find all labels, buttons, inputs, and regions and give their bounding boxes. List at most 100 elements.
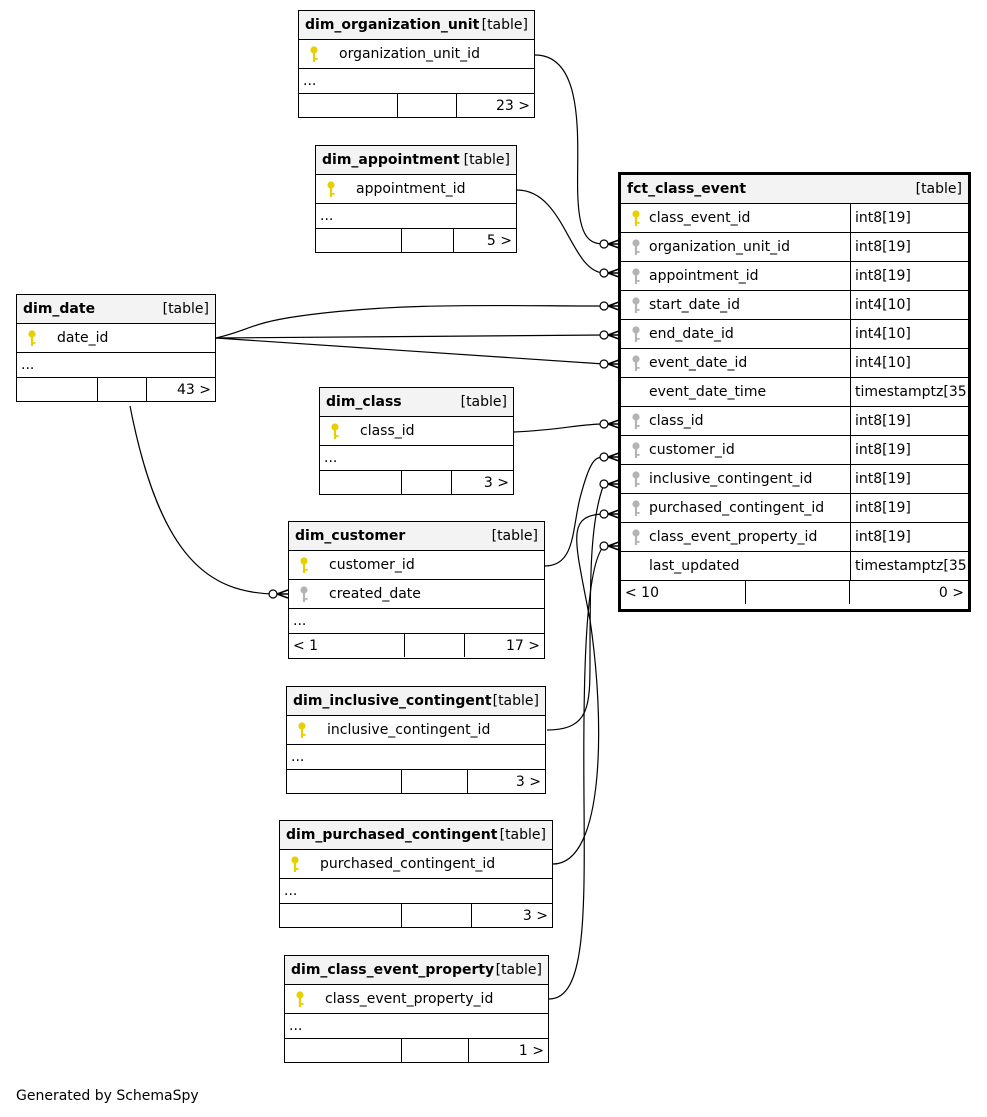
column-type: timestamptz[35] [850, 378, 972, 406]
table-footer: 3 > [287, 770, 545, 793]
optional-circle [599, 330, 609, 340]
foreign-key-icon [627, 325, 645, 343]
column-type: int8[19] [850, 523, 968, 551]
primary-key-icon [322, 180, 340, 198]
column-row[interactable]: customer_id [289, 551, 544, 580]
table-dim-organization-unit[interactable]: dim_organization_unit[table]organization… [298, 10, 535, 118]
table-dim-inclusive-contingent[interactable]: dim_inclusive_contingent[table] inclusive… [286, 686, 546, 794]
footer-spacer [402, 770, 468, 793]
column-name: class_event_id [649, 210, 751, 226]
footer-child-count[interactable]: 3 > [522, 907, 548, 924]
table-header: dim_appointment[table] [316, 146, 516, 175]
table-footer: 43 > [17, 378, 215, 401]
table-header: dim_date[table] [17, 295, 215, 324]
column-name: organization_unit_id [339, 46, 480, 62]
table-dim-appointment[interactable]: dim_appointment[table]appointment_id...5… [315, 145, 517, 253]
primary-key-icon [291, 990, 309, 1008]
table-dim-date[interactable]: dim_date[table]date_id...43 > [16, 294, 216, 402]
column-name: appointment_id [649, 268, 759, 284]
more-columns-ellipsis: ... [285, 1014, 548, 1039]
primary-key-icon [627, 209, 645, 227]
column-row[interactable]: date_id [17, 324, 215, 353]
column-row[interactable]: inclusive_contingent_id [287, 716, 545, 745]
table-footer: < 10 0 > [621, 581, 968, 604]
primary-key-icon [286, 855, 304, 873]
crows-foot-many [607, 301, 620, 311]
more-columns-ellipsis: ... [299, 69, 534, 94]
relationship-line [129, 405, 274, 595]
relationship-line [215, 337, 605, 365]
crows-foot-many [607, 239, 620, 249]
table-name[interactable]: dim_inclusive_contingent [293, 693, 492, 709]
column-row[interactable]: created_date [289, 580, 544, 609]
footer-child-count[interactable]: 43 > [177, 381, 211, 398]
footer-parent-count[interactable] [280, 904, 402, 927]
table-footer: < 1 17 > [289, 634, 544, 657]
footer-child-count[interactable]: 3 > [515, 773, 541, 790]
foreign-key-icon [295, 585, 313, 603]
table-name[interactable]: dim_purchased_contingent [286, 827, 498, 843]
footer-parent-count[interactable] [17, 378, 98, 401]
footer-child-count[interactable]: 17 > [506, 637, 540, 654]
table-dim-purchased-contingent[interactable]: dim_purchased_contingent[table]purchased… [279, 820, 553, 928]
column-name: organization_unit_id [649, 239, 790, 255]
table-footer: 5 > [316, 229, 516, 252]
footer-child-count[interactable]: 1 > [518, 1042, 544, 1059]
footer-child-count[interactable]: 23 > [496, 97, 530, 114]
table-fct-class-event[interactable]: fct_class_event[table] class_event_id int8… [618, 172, 972, 612]
table-header: dim_class[table] [320, 388, 513, 417]
footer-parent-count[interactable] [316, 229, 402, 252]
column-row[interactable]: appointment_id [316, 175, 516, 204]
crows-foot-many [607, 541, 620, 551]
optional-circle [599, 509, 609, 519]
footer-parent-count[interactable]: < 10 [621, 581, 746, 604]
column-row[interactable]: class_id [320, 417, 513, 446]
table-dim-class-event-property[interactable]: dim_class_event_property[table]class_eve… [284, 955, 549, 1063]
relationship-line [215, 334, 605, 339]
footer-parent-count[interactable] [285, 1039, 402, 1062]
column-name: customer_id [329, 557, 415, 573]
footer-parent-count[interactable] [287, 770, 402, 793]
table-name[interactable]: dim_date [23, 301, 96, 317]
column-row[interactable]: class_event_property_id [285, 985, 548, 1014]
column-name: event_date_id [649, 355, 748, 371]
footer-child-count[interactable]: 5 > [486, 232, 512, 249]
column-row[interactable]: class_event_id int8[19] [621, 204, 968, 233]
column-row[interactable]: organization_unit_id [299, 40, 534, 69]
footer-child-count[interactable]: 3 > [483, 474, 509, 491]
table-name[interactable]: dim_customer [295, 528, 406, 544]
table-type: [table] [492, 693, 539, 709]
footer-parent-count[interactable] [299, 94, 398, 117]
footer-parent-count[interactable]: < 1 [289, 634, 405, 657]
footer-parent-count[interactable] [320, 471, 402, 494]
foreign-key-icon [627, 296, 645, 314]
table-name[interactable]: dim_class [326, 394, 402, 410]
footer-spacer [746, 581, 850, 604]
primary-key-icon [326, 422, 344, 440]
table-dim-class[interactable]: dim_class[table]class_id...3 > [319, 387, 514, 495]
footer-child-count[interactable]: 0 > [938, 584, 964, 601]
table-footer: 1 > [285, 1039, 548, 1062]
table-header: fct_class_event[table] [621, 175, 968, 204]
table-name[interactable]: dim_class_event_property [291, 962, 495, 978]
table-name[interactable]: fct_class_event [627, 181, 747, 197]
table-name[interactable]: dim_organization_unit [305, 17, 480, 33]
column-type: int8[19] [850, 204, 968, 232]
column-row[interactable]: purchased_contingent_id [280, 850, 552, 879]
column-type: int8[19] [850, 436, 968, 464]
column-name: end_date_id [649, 326, 734, 342]
table-name[interactable]: dim_appointment [322, 152, 460, 168]
